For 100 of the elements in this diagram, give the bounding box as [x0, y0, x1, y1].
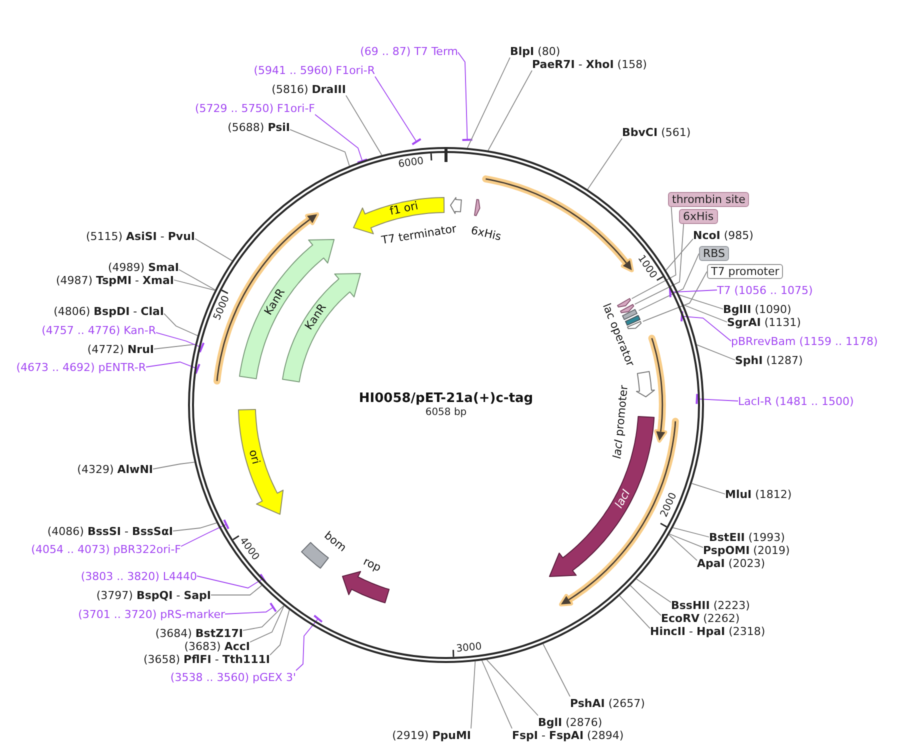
feature-label: lacI promoter	[612, 384, 631, 460]
leader-line	[696, 344, 736, 360]
leader-line	[631, 206, 676, 300]
leader-line	[156, 332, 205, 354]
restriction-site-label: (4989) SmaI	[108, 260, 179, 274]
feature-label: T7 terminator	[380, 223, 458, 247]
leader-line	[634, 224, 684, 305]
leader-line	[666, 238, 694, 271]
leader-line	[250, 605, 284, 643]
leader-line	[638, 253, 700, 311]
feature-tag: T7 promoter	[707, 264, 784, 279]
sequence-feature	[618, 302, 635, 314]
leader-line	[668, 534, 704, 548]
primer-label: (5729 .. 5750) F1ori-F	[195, 102, 315, 114]
restriction-site-label: BglII (1090)	[723, 302, 792, 316]
leader-line	[242, 605, 284, 631]
leader-line	[466, 57, 510, 148]
sequence-feature	[341, 570, 392, 604]
feature-label: rop	[360, 555, 382, 574]
restriction-site-label: BssHII (2223)	[671, 598, 750, 612]
leader-line	[152, 462, 195, 470]
primer-label: LacI-R (1481 .. 1500)	[738, 394, 854, 408]
primer-label: (69 .. 87) T7 Term	[360, 44, 458, 58]
sequence-feature	[472, 198, 481, 217]
scale-label: 6000	[398, 156, 425, 171]
primer-label: pBRrevBam (1159 .. 1178)	[731, 334, 878, 348]
leader-line	[164, 313, 198, 336]
restriction-site-label: (4772) NruI	[87, 342, 154, 356]
feature-tag: thrombin site	[668, 192, 750, 207]
primer-label: (3803 .. 3820) L4440	[80, 570, 197, 582]
leader-line	[636, 578, 672, 603]
restriction-site-label: PaeR7I - XhoI (158)	[532, 58, 647, 70]
leader-line	[178, 269, 216, 290]
restriction-site-label: (3658) PflFI - Tth111I	[143, 652, 270, 666]
leader-line	[314, 114, 368, 164]
restriction-site-label: (4329) AlwNI	[77, 462, 153, 476]
leader-line	[630, 585, 662, 616]
restriction-site-label: (4987) TspMI - XmaI	[56, 274, 174, 286]
leader-line	[678, 294, 724, 310]
leader-line	[486, 659, 538, 716]
sequence-length: 6058 bp	[425, 407, 467, 419]
restriction-site-label: NcoI (985)	[693, 228, 754, 242]
leader-line	[680, 310, 732, 342]
leader-line	[672, 527, 710, 538]
sequence-feature	[238, 238, 336, 380]
restriction-site-label: (4086) BssSI - BssSαI	[47, 524, 173, 538]
restriction-site-label: (2919) PpuMI	[392, 728, 471, 742]
sequence-feature	[237, 408, 285, 516]
leader-line	[488, 70, 532, 151]
restriction-site-label: HincII - HpaI (2318)	[650, 624, 766, 638]
primer-label: (5941 .. 5960) F1ori-R	[254, 64, 375, 76]
leader-line	[174, 280, 216, 291]
leader-line	[290, 129, 350, 166]
leader-line	[296, 614, 323, 671]
primer-label: (4054 .. 4073) pBR322ori-F	[31, 542, 181, 556]
leader-line	[180, 518, 230, 547]
sequence-feature	[449, 196, 464, 215]
leader-line	[683, 304, 728, 322]
leader-line	[196, 573, 267, 588]
restriction-site-label: PshAI (2657)	[570, 696, 645, 710]
plasmid-name: HI0058/pET-21a(+)c-tag	[358, 391, 534, 406]
restriction-site-label: BstEII (1993)	[709, 530, 785, 544]
leader-line	[154, 344, 196, 350]
restriction-site-label: ApaI (2023)	[697, 556, 765, 570]
leader-line	[224, 602, 277, 614]
restriction-site-label: BglI (2876)	[538, 716, 602, 728]
leader-line	[210, 585, 262, 596]
feature-name: lacI	[612, 488, 632, 510]
leader-line	[542, 644, 570, 697]
leader-line	[587, 138, 622, 190]
leader-line	[642, 271, 708, 322]
restriction-site-label: BbvCI (561)	[622, 126, 691, 138]
leader-line	[619, 595, 650, 629]
leader-line	[696, 392, 738, 405]
restriction-site-label: (3683) AccI	[184, 640, 250, 652]
restriction-site-label: (5816) DraIII	[272, 82, 346, 96]
scale-label: 5000	[212, 294, 232, 322]
primer-label: (4673 .. 4692) pENTR-R	[16, 360, 146, 374]
sequence-feature	[621, 308, 639, 322]
scale-label: 3000	[456, 641, 483, 655]
sequence-feature	[616, 297, 632, 309]
leader-line	[691, 482, 726, 494]
leader-line	[481, 660, 512, 729]
feature-name: ori	[246, 448, 262, 465]
sequence-feature	[634, 370, 656, 398]
restriction-site-label: (3684) BstZ17I	[155, 626, 243, 640]
restriction-site-label: (3797) BspQI - SapI	[96, 588, 211, 602]
restriction-site-label: (5688) PsiI	[228, 120, 290, 134]
primer-label: (4757 .. 4776) Kan-R	[42, 324, 156, 336]
leader-line	[270, 610, 290, 656]
leader-line	[194, 238, 233, 262]
restriction-site-label: SphI (1287)	[735, 354, 803, 366]
scale-label: 2000	[658, 490, 679, 518]
leader-line	[172, 522, 217, 532]
feature-name: f1 ori	[389, 200, 420, 218]
leader-line	[470, 660, 476, 729]
feature-tag: RBS	[699, 246, 729, 261]
restriction-site-label: BlpI (80)	[510, 44, 560, 58]
restriction-site-label: FspI - FspAI (2894)	[512, 728, 624, 742]
restriction-site-label: PspOMI (2019)	[703, 544, 790, 556]
